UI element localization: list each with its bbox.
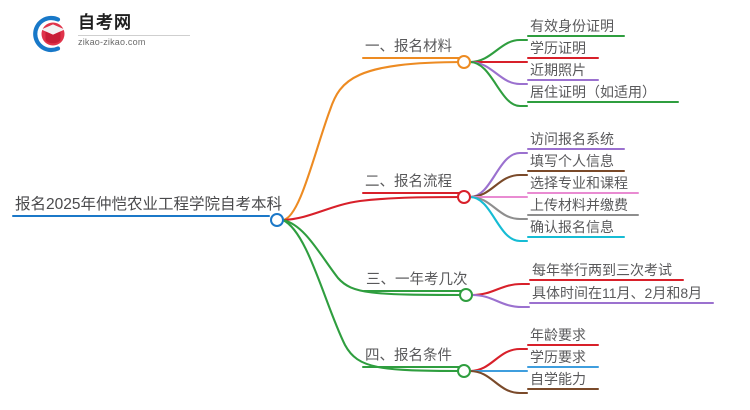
leaf-node-1-4-label: 居住证明（如适用） [530,84,656,100]
leaf-node-1-1-label: 有效身份证明 [530,18,614,34]
branch-node-4-dot[interactable] [457,364,471,378]
leaf-node-4-3-label: 自学能力 [530,371,586,387]
leaf-node-2-2-underline [527,170,625,173]
leaf-node-4-1[interactable]: 年龄要求 [527,327,599,347]
site-logo: 自考网 zikao-zikao.com [28,12,198,56]
leaf-node-3-1-underline [529,279,684,282]
leaf-node-3-2-underline [529,302,714,305]
leaf-node-3-1[interactable]: 每年举行两到三次考试 [529,262,684,282]
leaf-node-2-3-underline [527,192,639,195]
leaf-node-1-3-label: 近期照片 [530,62,586,78]
leaf-node-2-5[interactable]: 确认报名信息 [527,219,625,239]
leaf-node-1-3[interactable]: 近期照片 [527,62,599,82]
logo-wordmark: 自考网 zikao-zikao.com [78,13,198,48]
branch-node-4-label: 四、报名条件 [365,348,452,364]
leaf-node-4-2-label: 学历要求 [530,349,586,365]
leaf-node-1-4[interactable]: 居住证明（如适用） [527,84,679,104]
root-node-underline [12,214,270,217]
logo-domain: zikao-zikao.com [78,37,146,47]
root-node-label: 报名2025年仲恺农业工程学院自考本科 [15,196,282,213]
leaf-node-1-3-underline [527,79,599,82]
branch-node-3[interactable]: 三、一年考几次 [363,272,468,292]
logo-divider [78,35,190,36]
branch-node-4[interactable]: 四、报名条件 [362,348,464,368]
leaf-node-2-2[interactable]: 填写个人信息 [527,153,625,173]
logo-mark-icon [33,15,65,53]
leaf-node-3-2-label: 具体时间在11月、2月和8月 [532,285,703,301]
leaf-node-2-4-label: 上传材料并缴费 [530,197,628,213]
leaf-node-3-1-label: 每年举行两到三次考试 [532,262,672,278]
branch-node-1-dot[interactable] [457,55,471,69]
leaf-node-1-1[interactable]: 有效身份证明 [527,18,625,38]
leaf-node-2-1-label: 访问报名系统 [530,131,614,147]
leaf-node-2-5-label: 确认报名信息 [530,219,614,235]
branch-node-3-dot[interactable] [459,288,473,302]
leaf-node-4-1-underline [527,344,599,347]
leaf-node-2-1[interactable]: 访问报名系统 [527,131,625,151]
leaf-node-4-2[interactable]: 学历要求 [527,349,599,369]
leaf-node-4-2-underline [527,366,599,369]
branch-node-2-label: 二、报名流程 [365,174,452,190]
root-node[interactable]: 报名2025年仲恺农业工程学院自考本科 [12,196,282,217]
branch-node-2-dot[interactable] [457,190,471,204]
leaf-node-2-3[interactable]: 选择专业和课程 [527,175,639,195]
leaf-node-2-2-label: 填写个人信息 [530,153,614,169]
branch-node-4-underline [362,365,464,368]
leaf-node-3-2[interactable]: 具体时间在11月、2月和8月 [529,285,714,305]
branch-node-1-label: 一、报名材料 [365,39,452,55]
leaf-node-4-3-underline [527,388,599,391]
branch-node-1[interactable]: 一、报名材料 [362,39,464,59]
logo-title: 自考网 [78,13,132,32]
leaf-node-4-3[interactable]: 自学能力 [527,371,599,391]
leaf-node-1-2[interactable]: 学历证明 [527,40,599,60]
leaf-node-2-3-label: 选择专业和课程 [530,175,628,191]
leaf-node-2-4-underline [527,214,639,217]
leaf-node-1-4-underline [527,101,679,104]
branch-node-3-underline [363,289,466,292]
leaf-node-1-1-underline [527,35,625,38]
branch-node-2[interactable]: 二、报名流程 [362,174,464,194]
leaf-node-1-2-underline [527,57,599,60]
leaf-node-2-1-underline [527,148,625,151]
leaf-node-2-5-underline [527,236,625,239]
branch-node-3-label: 三、一年考几次 [366,272,468,288]
branch-node-1-underline [362,56,464,59]
leaf-node-2-4[interactable]: 上传材料并缴费 [527,197,639,217]
leaf-node-4-1-label: 年龄要求 [530,327,586,343]
root-node-dot[interactable] [270,213,284,227]
leaf-node-1-2-label: 学历证明 [530,40,586,56]
branch-node-2-underline [362,191,464,194]
